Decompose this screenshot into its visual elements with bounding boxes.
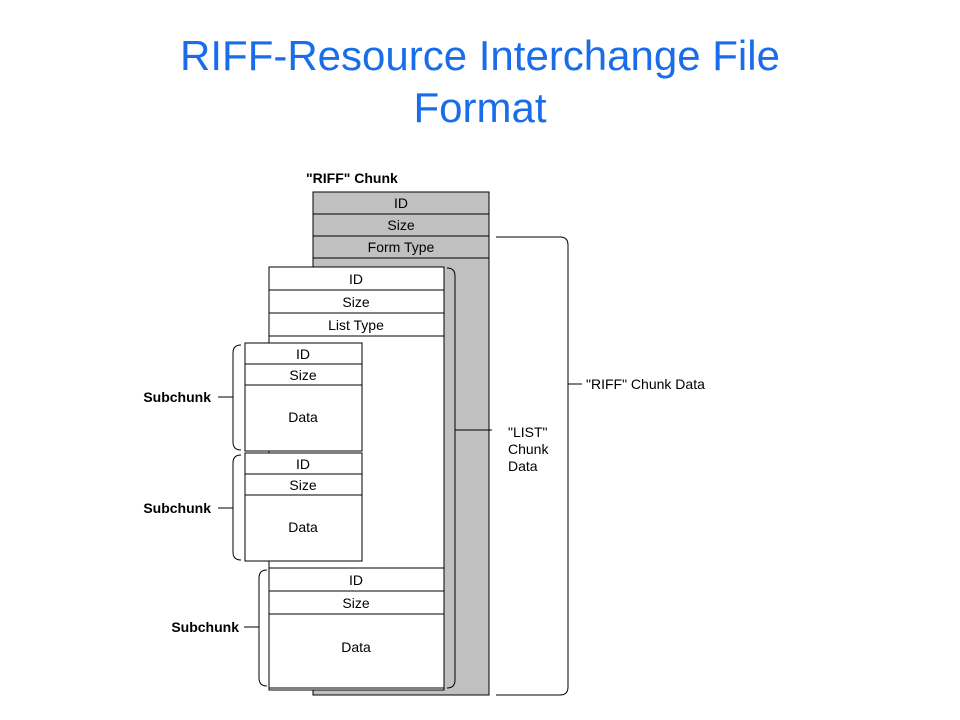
svg-text:Size: Size xyxy=(342,294,369,310)
subchunk-2-size: Size xyxy=(244,473,363,496)
svg-text:Data: Data xyxy=(288,519,318,535)
list-chunk-data-bracket xyxy=(446,267,456,689)
subchunk-3-size: Size xyxy=(268,590,445,615)
riff-chunk-data-label: "RIFF" Chunk Data xyxy=(586,376,705,392)
subchunk-1-id: ID xyxy=(244,342,363,365)
svg-text:Size: Size xyxy=(342,595,369,611)
svg-text:ID: ID xyxy=(296,346,310,362)
subchunk-2-id: ID xyxy=(244,452,363,475)
subchunk-2-data: Data xyxy=(244,494,363,562)
svg-text:Size: Size xyxy=(289,367,316,383)
subchunk-2-bracket xyxy=(232,454,242,561)
svg-text:Size: Size xyxy=(289,477,316,493)
subchunk-1: ID Size Data xyxy=(244,342,363,452)
svg-text:Form Type: Form Type xyxy=(368,239,435,255)
subchunk-3-bracket xyxy=(258,569,268,687)
subchunk-3: ID Size Data xyxy=(268,567,445,689)
svg-text:Data: Data xyxy=(341,639,371,655)
riff-chunk-label: "RIFF" Chunk xyxy=(306,170,398,186)
list-field-id: ID xyxy=(268,266,445,291)
subchunk-1-size: Size xyxy=(244,363,363,386)
list-field-size: Size xyxy=(268,289,445,314)
subchunk-3-data: Data xyxy=(268,613,445,689)
svg-text:Data: Data xyxy=(288,409,318,425)
subchunk-3-label: Subchunk xyxy=(171,619,239,635)
svg-text:Size: Size xyxy=(387,217,414,233)
list-chunk-data-label-line-1: "LIST" xyxy=(508,424,548,440)
riff-field-id: ID xyxy=(312,191,490,215)
svg-text:ID: ID xyxy=(349,572,363,588)
subchunk-3-id: ID xyxy=(268,567,445,592)
subchunk-2: ID Size Data xyxy=(244,452,363,562)
svg-text:ID: ID xyxy=(349,271,363,287)
svg-text:List Type: List Type xyxy=(328,317,384,333)
subchunk-1-data: Data xyxy=(244,384,363,452)
subchunk-1-bracket xyxy=(232,344,242,451)
list-field-list-type: List Type xyxy=(268,312,445,337)
svg-text:ID: ID xyxy=(296,456,310,472)
subchunk-1-label: Subchunk xyxy=(143,389,211,405)
riff-chunk-data-bracket xyxy=(496,236,569,696)
list-chunk-data-label: "LIST" Chunk Data xyxy=(508,424,552,474)
slide-title-line-2: Format xyxy=(413,84,547,131)
slide-title-line-1: RIFF-Resource Interchange File xyxy=(180,32,780,79)
svg-text:ID: ID xyxy=(394,195,408,211)
list-chunk-data-label-line-3: Data xyxy=(508,458,538,474)
subchunk-2-label: Subchunk xyxy=(143,500,211,516)
list-chunk-data-label-line-2: Chunk xyxy=(508,441,549,457)
riff-field-form-type: Form Type xyxy=(312,235,490,259)
slide-title: RIFF-Resource Interchange File Format xyxy=(0,30,960,134)
riff-field-size: Size xyxy=(312,213,490,237)
